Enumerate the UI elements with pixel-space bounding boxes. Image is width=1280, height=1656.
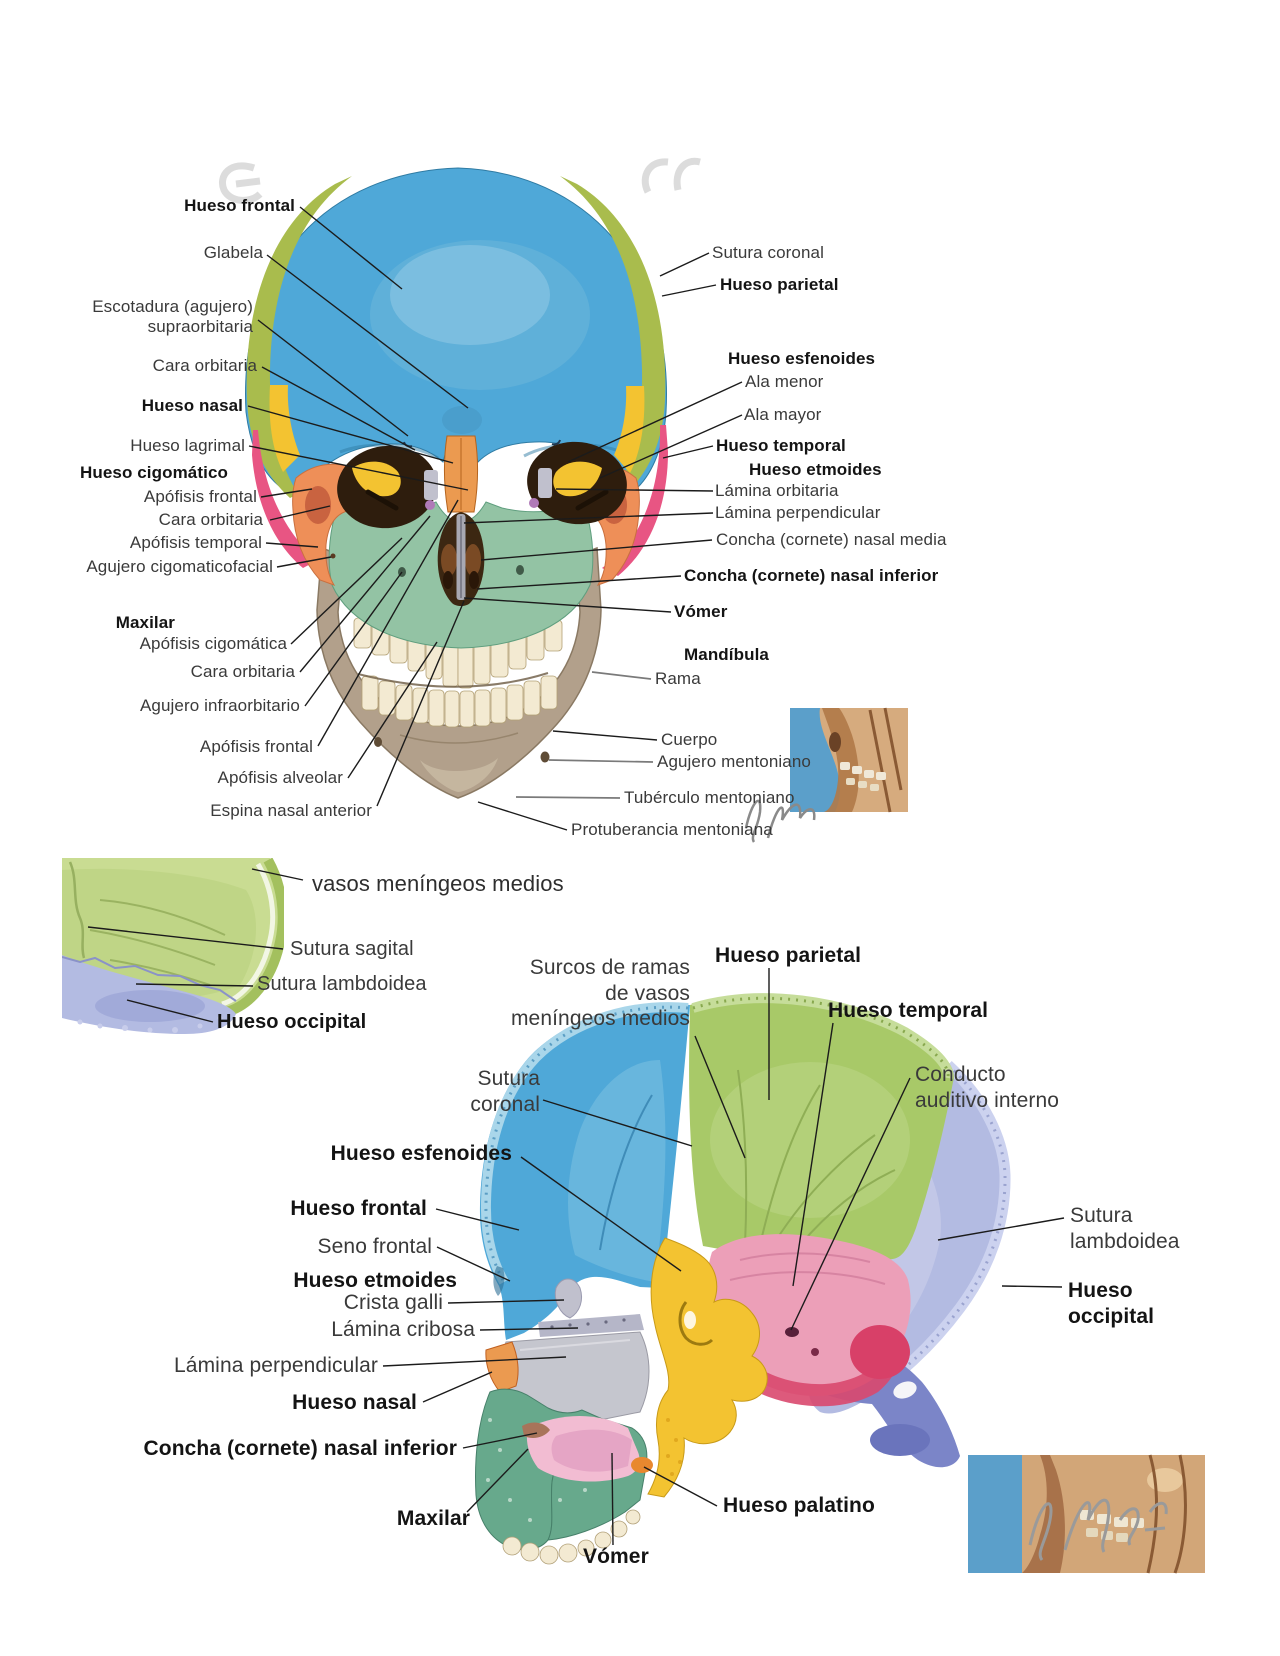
label-surcos-vasos-meningeos: Surcos de ramas de vasos meníngeos medio… bbox=[510, 956, 690, 1031]
label-sutura-sagital: Sutura sagital bbox=[290, 938, 414, 960]
label-hueso-nasal: Hueso nasal bbox=[141, 396, 243, 415]
label-cuerpo: Cuerpo bbox=[661, 730, 718, 749]
label-vomer: Vómer bbox=[674, 602, 728, 621]
label-lamina-perpendicular-sagital: Lámina perpendicular bbox=[174, 1354, 378, 1377]
netter-detail-inset-1 bbox=[744, 707, 908, 843]
label-ala-menor: Ala menor bbox=[745, 372, 824, 391]
label-hueso-occipital-calvaria: Hueso occipital bbox=[217, 1011, 367, 1033]
front-skull-illustration bbox=[245, 167, 668, 799]
label-vomer-sagital: Vómer bbox=[583, 1545, 649, 1568]
label-apofisis-frontal-cigomatico: Apófisis frontal bbox=[143, 487, 257, 506]
label-hueso-etmoides: Hueso etmoides bbox=[749, 460, 882, 479]
label-cara-orbitaria-cigomatico: Cara orbitaria bbox=[158, 510, 263, 529]
label-concha-nasal-media: Concha (cornete) nasal media bbox=[716, 530, 947, 549]
label-hueso-esfenoides: Hueso esfenoides bbox=[728, 349, 876, 368]
label-apofisis-temporal: Apófisis temporal bbox=[129, 533, 262, 552]
label-protuberancia-mentoniana: Protuberancia mentoniana bbox=[571, 820, 773, 839]
label-apofisis-alveolar: Apófisis alveolar bbox=[217, 768, 343, 787]
label-lamina-cribosa: Lámina cribosa bbox=[331, 1318, 475, 1341]
label-concha-nasal-inferior: Concha (cornete) nasal inferior bbox=[684, 566, 939, 585]
label-sutura-lambdoidea-calvaria: Sutura lambdoidea bbox=[257, 973, 427, 995]
label-hueso-etmoides-sagital: Hueso etmoides bbox=[293, 1269, 457, 1292]
nasal-lateral bbox=[485, 1341, 519, 1393]
label-maxilar-sagital: Maxilar bbox=[396, 1507, 470, 1530]
label-hueso-temporal-sagital: Hueso temporal bbox=[828, 999, 989, 1022]
label-conducto-auditivo-interno: Conducto auditivo interno bbox=[915, 1063, 1060, 1112]
sagittal-teeth bbox=[502, 1509, 641, 1565]
watermark-glyph bbox=[219, 157, 701, 204]
label-crista-galli: Crista galli bbox=[343, 1291, 443, 1314]
netter-signature bbox=[1028, 1498, 1168, 1561]
label-hueso-temporal: Hueso temporal bbox=[716, 436, 846, 455]
netter-detail-inset-2 bbox=[968, 1454, 1205, 1574]
parietal-crescents bbox=[246, 176, 666, 498]
leader-lines bbox=[87, 206, 1065, 1546]
label-cara-orbitaria-maxilar: Cara orbitaria bbox=[190, 662, 295, 681]
label-hueso-nasal-sagital: Hueso nasal bbox=[292, 1391, 417, 1414]
label-escotadura-supraorbitaria: Escotadura (agujero) supraorbitaria bbox=[92, 297, 253, 337]
label-apofisis-frontal-maxilar: Apófisis frontal bbox=[199, 737, 313, 756]
label-hueso-frontal: Hueso frontal bbox=[184, 196, 295, 215]
netter-signature bbox=[744, 799, 816, 843]
label-hueso-parietal: Hueso parietal bbox=[720, 275, 839, 294]
label-ala-mayor: Ala mayor bbox=[744, 405, 822, 424]
label-sutura-lambdoidea-sagital: Sutura lambdoidea bbox=[1070, 1204, 1180, 1253]
label-lamina-perpendicular: Lámina perpendicular bbox=[715, 503, 881, 522]
label-hueso-palatino: Hueso palatino bbox=[723, 1494, 875, 1517]
label-hueso-esfenoides-sagital: Hueso esfenoides bbox=[330, 1142, 512, 1165]
label-agujero-cigomaticofacial: Agujero cigomaticofacial bbox=[86, 557, 273, 576]
label-mandibula: Mandíbula bbox=[684, 645, 769, 664]
label-glabela: Glabela bbox=[203, 243, 263, 262]
label-lamina-orbitaria: Lámina orbitaria bbox=[715, 481, 839, 500]
label-hueso-cigomatico: Hueso cigomático bbox=[79, 463, 228, 482]
label-rama: Rama bbox=[655, 669, 701, 688]
label-concha-nasal-inferior-sagital: Concha (cornete) nasal inferior bbox=[143, 1437, 457, 1460]
label-cara-orbitaria-frontal: Cara orbitaria bbox=[152, 356, 257, 375]
label-apofisis-cigomatica: Apófisis cigomática bbox=[139, 634, 287, 653]
label-hueso-parietal-sagital: Hueso parietal bbox=[715, 944, 862, 967]
label-hueso-lagrimal: Hueso lagrimal bbox=[130, 436, 245, 455]
label-sutura-coronal-sagital: Sutura coronal bbox=[470, 1067, 540, 1116]
label-agujero-mentoniano: Agujero mentoniano bbox=[657, 752, 811, 771]
leader-lines-gray bbox=[515, 671, 654, 799]
label-tuberculo-mentoniano: Tubérculo mentoniano bbox=[624, 788, 795, 807]
label-hueso-occipital-sagital: Hueso occipital bbox=[1068, 1279, 1155, 1328]
sphenoid-shape bbox=[647, 1237, 768, 1498]
label-agujero-infraorbitario: Agujero infraorbitario bbox=[139, 696, 300, 715]
label-sutura-coronal: Sutura coronal bbox=[712, 243, 824, 262]
label-maxilar: Maxilar bbox=[115, 613, 175, 632]
sagittal-skull-illustration bbox=[475, 993, 1011, 1565]
label-vasos-meningeos-medios: vasos meníngeos medios bbox=[312, 871, 564, 896]
orbits bbox=[337, 439, 627, 529]
label-espina-nasal-anterior: Espina nasal anterior bbox=[210, 801, 372, 820]
label-hueso-frontal-sagital: Hueso frontal bbox=[290, 1197, 427, 1220]
label-seno-frontal: Seno frontal bbox=[317, 1235, 432, 1258]
